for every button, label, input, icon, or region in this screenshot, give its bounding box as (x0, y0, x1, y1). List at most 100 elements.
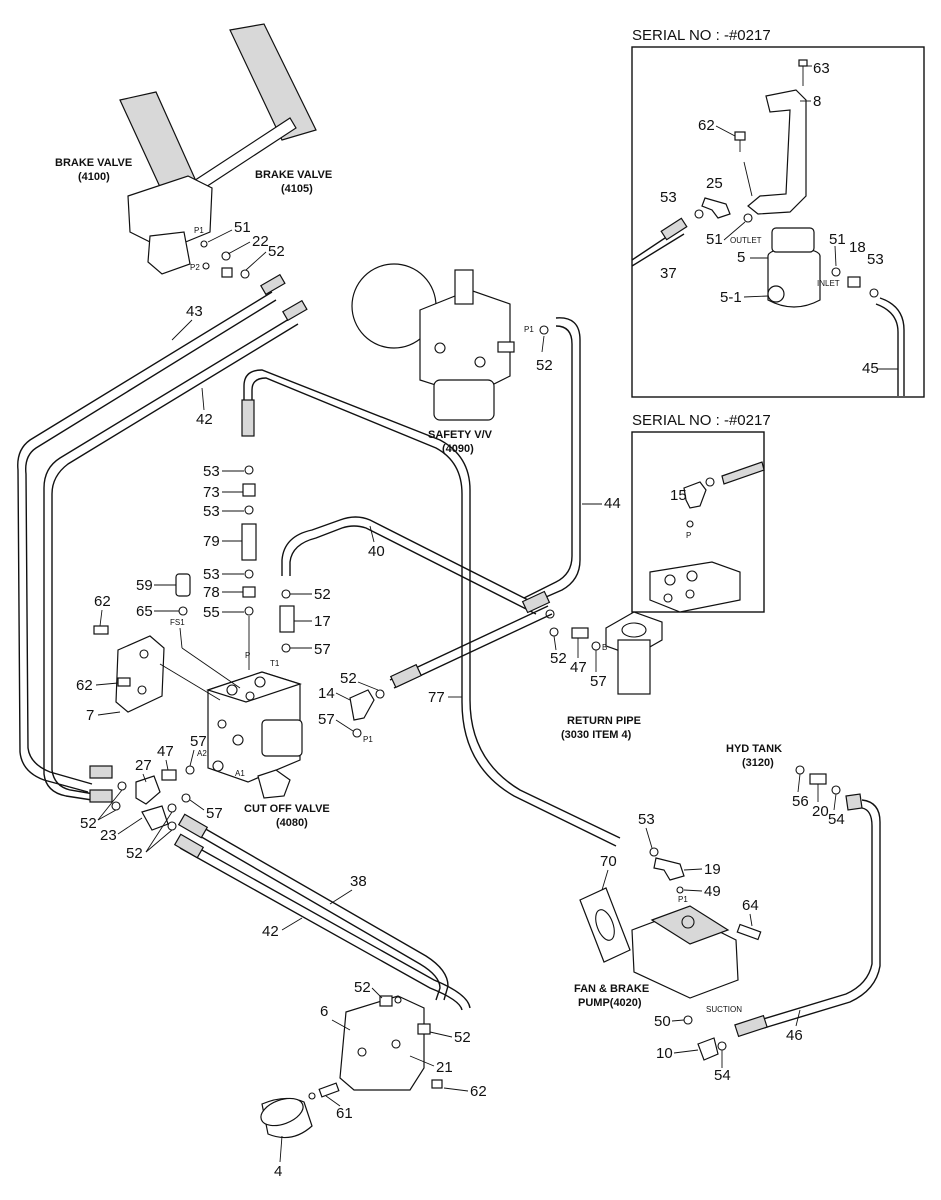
hose-42-bottom-fitting (89, 789, 113, 803)
label-51-box1-right: 51 (829, 231, 846, 248)
label-27: 27 (135, 757, 152, 774)
label-52-bracket-lower: 52 (454, 1029, 471, 1046)
check-valve-17-shape (279, 605, 295, 633)
serial-box-2-title: SERIAL NO : -#0217 (632, 412, 771, 429)
label-4: 4 (274, 1163, 282, 1180)
label-57-a2: 57 (190, 733, 207, 750)
label-37: 37 (660, 265, 677, 282)
port-inlet: INLET (817, 279, 840, 288)
label-52-elbow: 52 (340, 670, 357, 687)
hose-38-line (185, 827, 441, 1001)
label-42-lower: 42 (262, 923, 279, 940)
label-52-left: 52 (80, 815, 97, 832)
tee-23-shape (141, 805, 169, 831)
port-p-valve: P (245, 651, 250, 660)
label-52-return: 52 (550, 650, 567, 667)
fan-brake-pump: FAN & BRAKE PUMP(4020) P1 SUCTION 53 70 … (574, 811, 762, 1084)
adapter-47-return (571, 627, 589, 639)
port-a1: A1 (235, 769, 245, 778)
label-47-return: 47 (570, 659, 587, 676)
label-43: 43 (186, 303, 203, 320)
pressure-switch: 59 65 (136, 573, 191, 620)
tee-fittings: 57 47 27 52 23 52 57 (80, 733, 223, 862)
safety-valve-bottom (433, 379, 495, 421)
hose-37-fitting (660, 217, 688, 241)
bracket-7-shape (115, 635, 165, 713)
hose-43-end (260, 273, 286, 296)
label-51-brake: 51 (234, 219, 251, 236)
safety-valve-solenoid (454, 269, 474, 305)
port-p1-safety: P1 (524, 325, 534, 334)
bolt-64-shape (736, 923, 762, 941)
bolt-62-bracket-top (93, 625, 109, 635)
brake-valve-lower (147, 231, 191, 275)
hose-diagonal (389, 590, 555, 689)
port-p1-pump: P1 (678, 895, 688, 904)
label-14: 14 (318, 685, 335, 702)
gasket-70-shape (579, 887, 631, 963)
hose-46-top-fitting (845, 793, 863, 811)
label-53-pump: 53 (638, 811, 655, 828)
cut-off-valve-name: CUT OFF VALVE (244, 803, 330, 815)
safety-valve: SAFETY V/V (4090) P1 52 (351, 263, 553, 455)
port-p2-brake: P2 (190, 263, 200, 272)
adapter-47-left (161, 769, 177, 781)
elbow-14-shape (349, 689, 375, 721)
return-pipe-name: RETURN PIPE (567, 715, 641, 727)
label-54-tank: 54 (828, 811, 845, 828)
hose-44-line (529, 317, 581, 605)
pump-name: FAN & BRAKE (574, 983, 649, 995)
hose-45-line (879, 297, 905, 396)
hose-42-fitting (173, 833, 205, 859)
port-p-box2: P (686, 531, 691, 540)
hose-43-line (17, 291, 273, 793)
elbow-14: 52 14 57 (318, 670, 385, 738)
label-77: 77 (428, 689, 445, 706)
label-61: 61 (336, 1105, 353, 1122)
return-pipe: B RETURN PIPE (3030 ITEM 4) 52 47 57 (549, 611, 663, 741)
label-49: 49 (704, 883, 721, 900)
brake-valve-left-name: BRAKE VALVE (55, 157, 132, 169)
bolt-63-shape (798, 59, 808, 67)
label-38: 38 (350, 873, 367, 890)
hoses-43-42: 43 42 (17, 273, 308, 803)
label-79: 79 (203, 533, 220, 550)
hose-42-end (282, 299, 308, 322)
label-22: 22 (252, 233, 269, 250)
brake-valve-right-name: BRAKE VALVE (255, 169, 332, 181)
port-suction: SUCTION (706, 1005, 742, 1014)
label-55: 55 (203, 604, 220, 621)
label-57-elbow: 57 (318, 711, 335, 728)
label-52-bracket-upper: 52 (354, 979, 371, 996)
accumulator-4-body (260, 1097, 304, 1127)
hoses-38-42: 38 42 (173, 813, 471, 1011)
label-53-box1-right: 53 (867, 251, 884, 268)
port-outlet: OUTLET (730, 236, 762, 245)
adapter-22-shape (221, 267, 233, 278)
pump-code: PUMP(4020) (578, 997, 642, 1009)
label-54-pump: 54 (714, 1067, 731, 1084)
switch-59-shape (175, 573, 191, 597)
bolt-62-bracket-mid (117, 677, 131, 687)
serial-box-1: SERIAL NO : -#0217 63 8 62 (631, 27, 925, 398)
bolt-62-shape (734, 131, 746, 141)
brake-valve-right-code: (4105) (281, 183, 313, 195)
label-73: 73 (203, 484, 220, 501)
label-62-bracket-top: 62 (94, 593, 111, 610)
label-56: 56 (792, 793, 809, 810)
port-t1: T1 (270, 659, 280, 668)
elbow-15-shape (683, 481, 707, 509)
port-p1-valve: P1 (363, 735, 373, 744)
label-62-box1: 62 (698, 117, 715, 134)
label-5-1: 5-1 (720, 289, 742, 306)
label-6: 6 (320, 1003, 328, 1020)
label-53-box1: 53 (660, 189, 677, 206)
nut-52-lower (417, 1023, 431, 1035)
nut-52-upper (379, 995, 393, 1007)
adapter-18-shape (847, 276, 861, 288)
label-70: 70 (600, 853, 617, 870)
serial-box-1-title: SERIAL NO : -#0217 (632, 27, 771, 44)
bracket-6-assembly: 52 6 52 21 62 61 4 (260, 979, 487, 1180)
serial-box-2: SERIAL NO : -#0217 15 P (631, 412, 771, 613)
cut-off-valve-plug (257, 769, 291, 799)
